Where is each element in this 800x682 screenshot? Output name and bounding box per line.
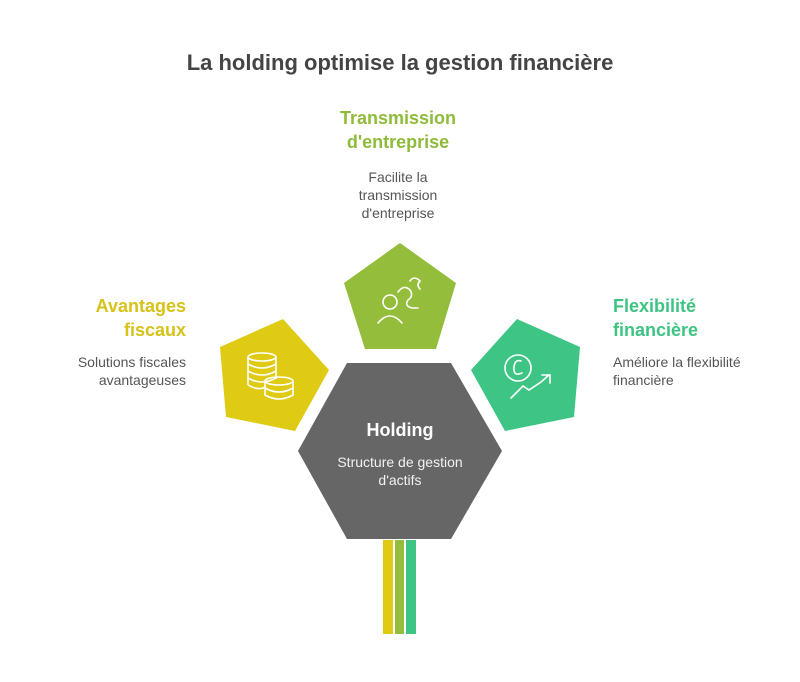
- label-line: d'entreprise: [346, 132, 450, 152]
- transmission-label: Transmission d'entreprise: [300, 106, 496, 154]
- fiscal-description: Solutions fiscales avantageuses: [20, 353, 186, 389]
- label-line: Transmission: [339, 108, 457, 128]
- holding-label: Holding: [366, 420, 434, 440]
- description-line: transmission: [358, 187, 438, 203]
- description-line: Solutions fiscales: [77, 354, 186, 370]
- label-line: fiscaux: [123, 320, 186, 340]
- fiscal-label: Avantages fiscaux: [40, 294, 186, 342]
- label-line: Avantages: [95, 296, 186, 316]
- diagram-title: La holding optimise la gestion financièr…: [186, 50, 614, 75]
- description-line: Améliore la flexibilité: [613, 354, 741, 370]
- description-line: d'actifs: [378, 472, 422, 488]
- description-line: d'entreprise: [361, 205, 435, 221]
- fiscal-bar: [383, 540, 393, 634]
- label-line: financière: [613, 320, 699, 340]
- euro-growth-icon: [504, 354, 551, 399]
- label-line: Flexibilité: [613, 296, 697, 316]
- holding-description: Structure de gestion d'actifs: [325, 453, 475, 489]
- description-line: Structure de gestion: [337, 454, 463, 470]
- holding-hexagon: [298, 363, 502, 539]
- flexibility-bar: [406, 540, 416, 634]
- description-line: avantageuses: [98, 372, 186, 388]
- flexibility-pentagon: [471, 319, 580, 431]
- transmission-pentagon: [344, 243, 456, 349]
- description-line: financière: [613, 372, 674, 388]
- flexibility-description: Améliore la flexibilité financière: [613, 353, 783, 389]
- transmission-description: Facilite la transmission d'entreprise: [320, 168, 476, 222]
- flexibility-label: Flexibilité financière: [613, 294, 783, 342]
- description-line: Facilite la: [368, 169, 428, 185]
- transmission-bar: [395, 540, 404, 634]
- person-path-icon: [377, 277, 422, 324]
- fiscal-pentagon: [220, 319, 329, 431]
- coins-stack-icon: [247, 352, 294, 400]
